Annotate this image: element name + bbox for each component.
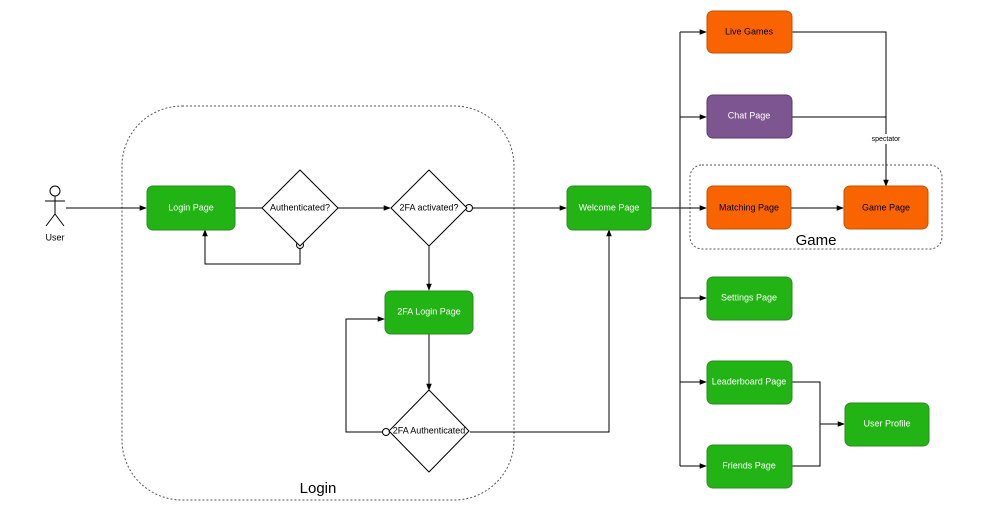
login-page-node[interactable]: Login Page [146,185,236,231]
twofa-auth-no-port [382,428,390,436]
twofa-activated-decision[interactable]: 2FA activated? [390,169,468,247]
user-body-icon [45,196,65,227]
friends-page-node[interactable]: Friends Page [706,444,793,489]
user-head-icon [49,185,61,197]
spectator-label: spectator [872,136,901,143]
login-group-label: Login [300,480,337,497]
authenticated-label: Authenticated? [270,202,330,212]
user-actor[interactable] [45,185,65,227]
leaderboard-page-label: Leaderboard Page [712,376,787,386]
edges [66,29,889,469]
game-group-label: Game [796,232,837,249]
authenticated-decision[interactable]: Authenticated? [261,169,339,247]
live-games-node[interactable]: Live Games [706,10,793,54]
welcome-page-node[interactable]: Welcome Page [566,185,652,231]
edge-welcome-bus [651,32,681,466]
login-page-label: Login Page [168,202,214,212]
user-profile-label: User Profile [863,418,910,428]
twofa-login-page-label: 2FA Login Page [397,306,461,316]
settings-page-label: Settings Page [721,292,777,302]
chat-page-label: Chat Page [728,110,771,120]
edge-2faauth-retry [345,316,385,433]
spectator-label-bg [866,134,906,144]
settings-page-node[interactable]: Settings Page [706,276,793,321]
twofa-authenticated-decision[interactable]: 2FA Authenticated [388,389,470,473]
edge-live-to-game [792,31,889,187]
welcome-page-label: Welcome Page [579,202,640,212]
user-label: User [45,232,64,242]
friends-page-label: Friends Page [722,460,776,470]
leaderboard-page-node[interactable]: Leaderboard Page [706,360,793,405]
matching-page-label: Matching Page [719,202,779,212]
user-profile-node[interactable]: User Profile [844,402,930,447]
twofa-login-page-node[interactable]: 2FA Login Page [384,290,474,335]
login-group: Login [121,105,515,501]
chat-page-node[interactable]: Chat Page [706,94,793,139]
twofa-authenticated-label: 2FA Authenticated [393,425,466,435]
game-group: Game [689,164,943,250]
game-page-node[interactable]: Game Page [843,185,929,230]
edge-auth-retry [202,229,301,265]
twofa-activated-label: 2FA activated? [399,202,458,212]
live-games-label: Live Games [725,26,774,36]
game-page-label: Game Page [862,202,910,212]
edge-friends-to-profile [792,424,821,467]
edge-2faauth-to-welcome [470,229,612,433]
edge-leaderboard-to-profile [792,381,845,427]
matching-page-node[interactable]: Matching Page [706,185,792,230]
